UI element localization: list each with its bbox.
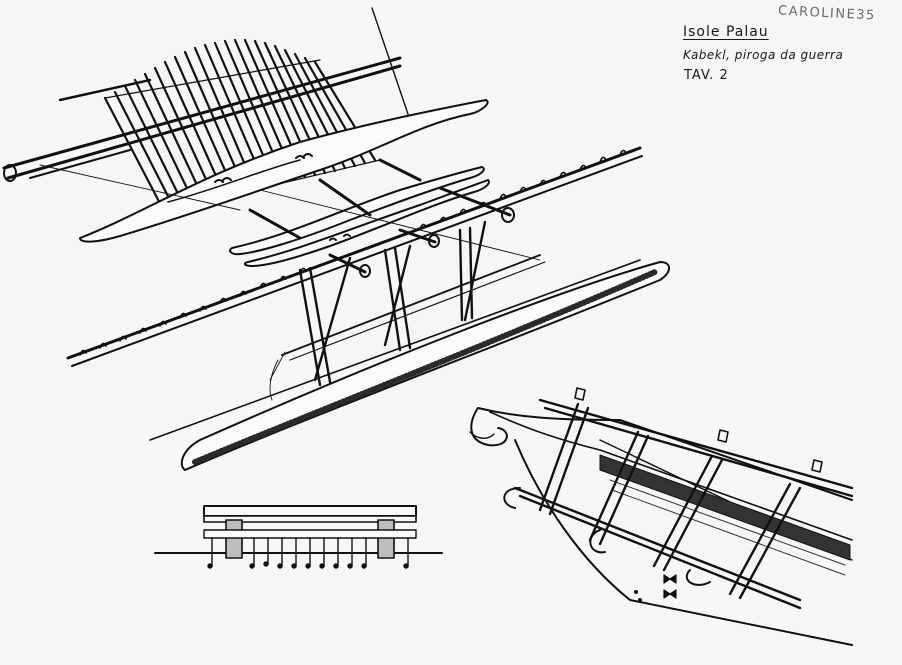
section-diagram xyxy=(154,505,443,569)
platform-view xyxy=(2,7,670,471)
plate-number: TAV. 2 xyxy=(684,68,729,83)
bow-detail xyxy=(469,387,854,646)
page-subtitle: Kabekl, piroga da guerra xyxy=(683,48,844,62)
page-title: Isole Palau xyxy=(683,24,769,40)
